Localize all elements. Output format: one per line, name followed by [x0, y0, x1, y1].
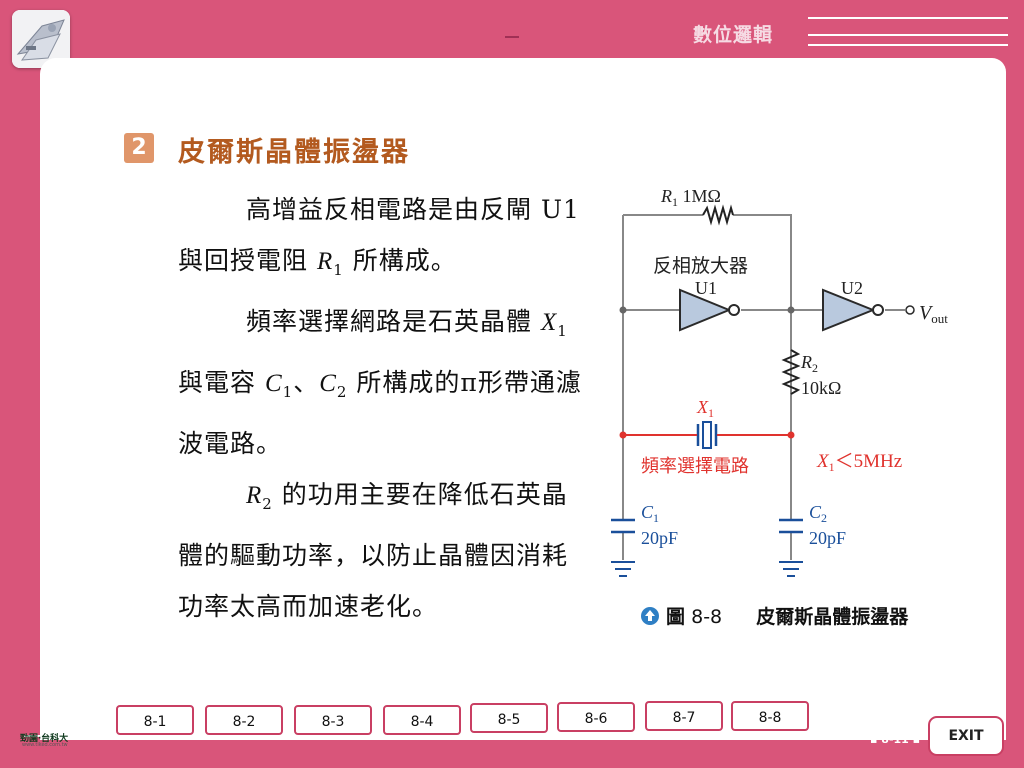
paragraph: 高增益反相電路是由反閘 U1 與回授電阻 R1 所構成。 — [178, 195, 580, 279]
r2-value: 10kΩ — [801, 378, 841, 398]
r2-label: R2 — [800, 352, 818, 375]
header-stripe — [808, 17, 1008, 19]
c2-label: C2 — [809, 502, 827, 525]
nav-tab-8-1[interactable]: 8-1 — [116, 705, 194, 735]
ground-icon — [779, 561, 803, 577]
r2-resistor — [781, 349, 801, 395]
figure-caption: 圖 8-8 皮爾斯晶體振盪器 — [640, 602, 908, 629]
nav-tab-8-6[interactable]: 8-6 — [557, 702, 635, 732]
exit-button[interactable]: EXIT — [928, 716, 1004, 756]
nav-tab-8-2[interactable]: 8-2 — [205, 705, 283, 735]
header-banner — [0, 0, 1024, 62]
up-arrow-circle-icon — [641, 607, 659, 625]
ground-icon — [611, 561, 635, 577]
publisher-url: www.tiked.com.tw — [22, 742, 68, 748]
section-title: 皮爾斯晶體振盪器 — [178, 137, 410, 168]
c2-value: 20pF — [809, 528, 846, 548]
x1-label: X1 — [696, 397, 714, 420]
nav-tab-8-4[interactable]: 8-4 — [383, 705, 461, 735]
nav-tab-8-7[interactable]: 8-7 — [645, 701, 723, 731]
nav-tab-8-3[interactable]: 8-3 — [294, 705, 372, 735]
u2-inverter — [822, 288, 876, 332]
header-stripe — [808, 34, 1008, 36]
junction-dots — [619, 306, 795, 439]
content-panel — [40, 58, 1006, 740]
freq-select-label: 頻率選擇電路 — [641, 456, 749, 477]
paragraph: R2 的功用主要在降低石英晶體的驅動功率，以防止晶體因消耗功率太高而加速老化。 — [178, 480, 569, 621]
c1-value: 20pF — [641, 528, 678, 548]
publisher-logo: 勁園‧台科大 — [20, 734, 69, 744]
figure-word: 圖 — [666, 606, 686, 628]
u1-label: U1 — [695, 278, 717, 298]
nav-tab-8-8[interactable]: 8-8 — [731, 701, 809, 731]
top-mark — [505, 36, 519, 38]
figure-title: 皮爾斯晶體振盪器 — [756, 606, 909, 628]
pierce-oscillator-diagram: R1 1MΩ 反相放大器 U1 U2 Vout R2 10kΩ X1 頻率選擇電… — [611, 186, 948, 577]
figure-number: 8-8 — [685, 606, 723, 628]
paragraph: 頻率選擇網路是石英晶體 X1 與電容 C1、C2 所構成的π形帶通濾波電路。 — [178, 307, 582, 458]
x1-crystal — [696, 421, 718, 449]
section-number-badge: 2 — [124, 133, 154, 163]
nav-tab-8-5[interactable]: 8-5 — [470, 703, 548, 733]
c2-capacitor — [779, 518, 803, 534]
body-text: 高增益反相電路是由反閘 U1 與回授電阻 R1 所構成。 頻率選擇網路是石英晶體… — [178, 184, 590, 632]
page-number: ▪ 8-11 ▪ — [870, 733, 921, 746]
vout-label: Vout — [919, 302, 948, 326]
logo — [12, 10, 70, 68]
inverter-description: 反相放大器 — [653, 255, 748, 277]
circuit-photo-icon — [12, 10, 70, 68]
c1-capacitor — [611, 518, 635, 534]
footer-line — [24, 735, 926, 737]
u1-inverter — [679, 288, 732, 332]
course-title: 數位邏輯 — [693, 24, 774, 46]
header-stripe — [808, 44, 1008, 46]
r1-resistor — [702, 204, 734, 226]
x1-frequency-label: X1＜5MHz — [816, 451, 902, 474]
c1-label: C1 — [641, 502, 659, 525]
u2-label: U2 — [841, 278, 863, 298]
r1-label: R1 1MΩ — [660, 186, 721, 209]
